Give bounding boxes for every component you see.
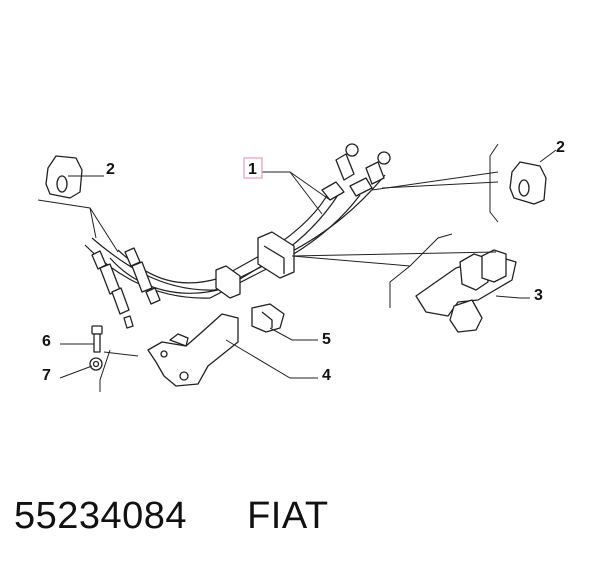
callout-label-4[interactable]: 4 bbox=[322, 367, 331, 384]
callout-label-2-right[interactable]: 2 bbox=[556, 139, 565, 156]
part-number: 55234084 bbox=[14, 495, 188, 537]
leader-lines bbox=[37, 143, 557, 392]
callout-label-2-left[interactable]: 2 bbox=[106, 161, 115, 178]
retaining-clip-right[interactable] bbox=[509, 161, 547, 205]
callout-label-3[interactable]: 3 bbox=[534, 287, 543, 304]
footer: 55234084 FIAT bbox=[14, 488, 329, 548]
bolt[interactable] bbox=[91, 325, 103, 353]
callout-label-6[interactable]: 6 bbox=[42, 333, 51, 350]
gear-cable-assembly[interactable] bbox=[84, 143, 391, 329]
brand-name: FIAT bbox=[247, 495, 329, 537]
retaining-clip-left[interactable] bbox=[45, 155, 83, 199]
exploded-parts-diagram: 1 2 2 3 4 5 6 7 bbox=[37, 139, 565, 392]
callout-label-1[interactable]: 1 bbox=[248, 161, 257, 178]
nut[interactable] bbox=[89, 357, 103, 371]
callout-1-highlight-box bbox=[243, 157, 263, 179]
cable-mount-bracket[interactable] bbox=[415, 249, 517, 333]
callout-label-7[interactable]: 7 bbox=[42, 367, 51, 384]
callout-label-5[interactable]: 5 bbox=[322, 331, 331, 348]
support-plate[interactable] bbox=[147, 313, 239, 387]
small-clip[interactable] bbox=[251, 303, 285, 333]
